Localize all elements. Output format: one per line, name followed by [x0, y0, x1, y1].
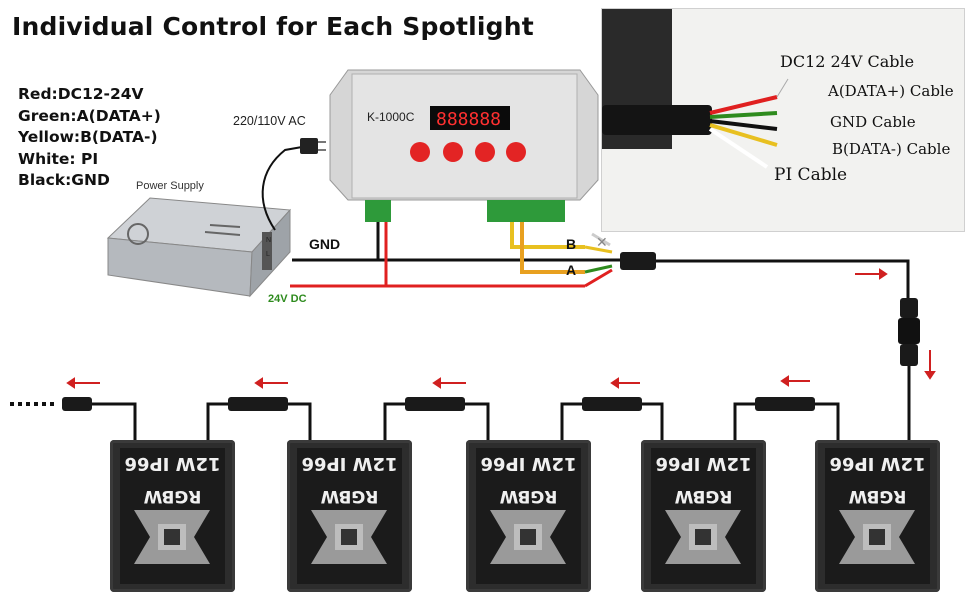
a-label: A — [566, 262, 577, 278]
spotlight-lens — [311, 510, 387, 564]
wire-color-legend: Red:DC12-24V Green:A(DATA+) Yellow:B(DAT… — [18, 84, 161, 192]
cable-detail-inset: DC12 24V Cable A(DATA+) Cable GND Cable … — [601, 8, 965, 232]
legend-black: Black:GND — [18, 171, 110, 189]
spotlight-spec-label: 12W IP66 — [301, 453, 398, 474]
spotlight-2: RGBW 12W IP66 — [287, 440, 412, 592]
b-wire — [510, 222, 585, 249]
spotlight-spec-label: 12W IP66 — [124, 453, 221, 474]
cable-jacket — [620, 252, 656, 270]
dc24-label: 24V DC — [268, 293, 307, 305]
controller-display: 888888 — [436, 109, 501, 130]
controller-k1000c — [329, 69, 599, 222]
spotlight-spec-label: 12W IP66 — [655, 453, 752, 474]
spotlight-lens — [665, 510, 741, 564]
inset-dc-label: DC12 24V Cable — [780, 52, 915, 71]
spotlight-4: RGBW 12W IP66 — [641, 440, 766, 592]
svg-text:✕: ✕ — [596, 235, 608, 251]
page-title: Individual Control for Each Spotlight — [12, 12, 534, 41]
b-label: B — [566, 236, 577, 252]
spotlight-spec-label: 12W IP66 — [829, 453, 926, 474]
inset-pi-label: PI Cable — [774, 165, 848, 185]
inset-a-label: A(DATA+) Cable — [828, 82, 954, 100]
legend-white: White: PI — [18, 149, 99, 168]
legend-red: Red:DC12-24V — [18, 85, 144, 103]
direction-arrows — [66, 268, 936, 389]
ac-plug — [261, 138, 326, 231]
power-supply: N L — [106, 197, 292, 298]
legend-yellow: Yellow:B(DATA-) — [18, 128, 158, 146]
gnd-label: GND — [309, 236, 341, 252]
cable-detail-illustration — [602, 9, 789, 169]
spotlight-lens — [839, 510, 915, 564]
inset-b-label: B(DATA-) Cable — [832, 140, 951, 158]
legend-green: Green:A(DATA+) — [18, 106, 161, 125]
inset-gnd-label: GND Cable — [830, 113, 916, 131]
a-wire — [520, 222, 585, 274]
controller-name: K-1000C — [367, 110, 415, 124]
spotlight-3: RGBW 12W IP66 — [466, 440, 591, 592]
svg-text:N: N — [266, 237, 271, 244]
spotlight-spec-label: 12W IP66 — [480, 453, 577, 474]
power-supply-label: Power Supply — [136, 180, 204, 192]
chain-cables — [10, 397, 840, 440]
spotlight-5: RGBW 12W IP66 — [815, 440, 940, 592]
svg-text:L: L — [266, 251, 270, 258]
spotlight-lens — [134, 510, 210, 564]
ac-input-label: 220/110V AC — [233, 114, 306, 128]
spotlight-lens — [490, 510, 566, 564]
main-data-cable — [656, 259, 910, 300]
spotlight-1: RGBW 12W IP66 — [110, 440, 235, 592]
